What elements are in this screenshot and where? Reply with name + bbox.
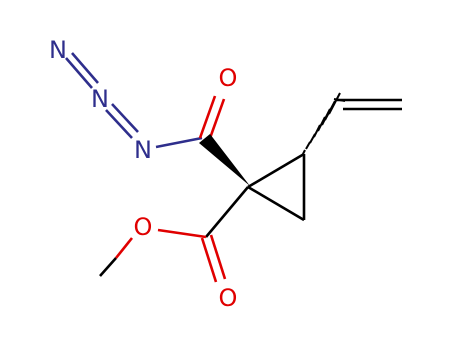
bond-vinyl-double: [337, 98, 402, 111]
bond-c-ring-c-upper: [247, 152, 305, 189]
hash-bond-c-upper-vinyl: [302, 92, 346, 155]
bond-c-acyl-o-acyl: [198, 95, 226, 142]
bond-n-inner-c-acyl: [155, 136, 203, 149]
atom-o-acyl: O: [219, 64, 238, 92]
bond-c-ester-o-carbonyl: [200, 234, 227, 283]
atom-o-ester: O: [134, 213, 153, 241]
bond-c-ester-o-ester: [157, 228, 207, 239]
wedge-bond-c-acyl-c-ring: [199, 134, 250, 186]
bond-c-lower-c-ring: [247, 185, 305, 222]
atom-n-inner: N: [134, 136, 152, 164]
bond-n-terminal-n-middle: [65, 52, 99, 89]
atom-o-carbonyl: O: [219, 284, 238, 312]
atom-n-middle: N: [91, 85, 109, 113]
bond-o-ester-methyl-a: [114, 237, 134, 259]
bond-c-ring-c-ester: [205, 186, 249, 238]
bond-o-ester-methyl-b: [99, 257, 117, 277]
atom-n-terminal: N: [49, 36, 67, 64]
bond-n-middle-n-inner: [105, 103, 139, 139]
